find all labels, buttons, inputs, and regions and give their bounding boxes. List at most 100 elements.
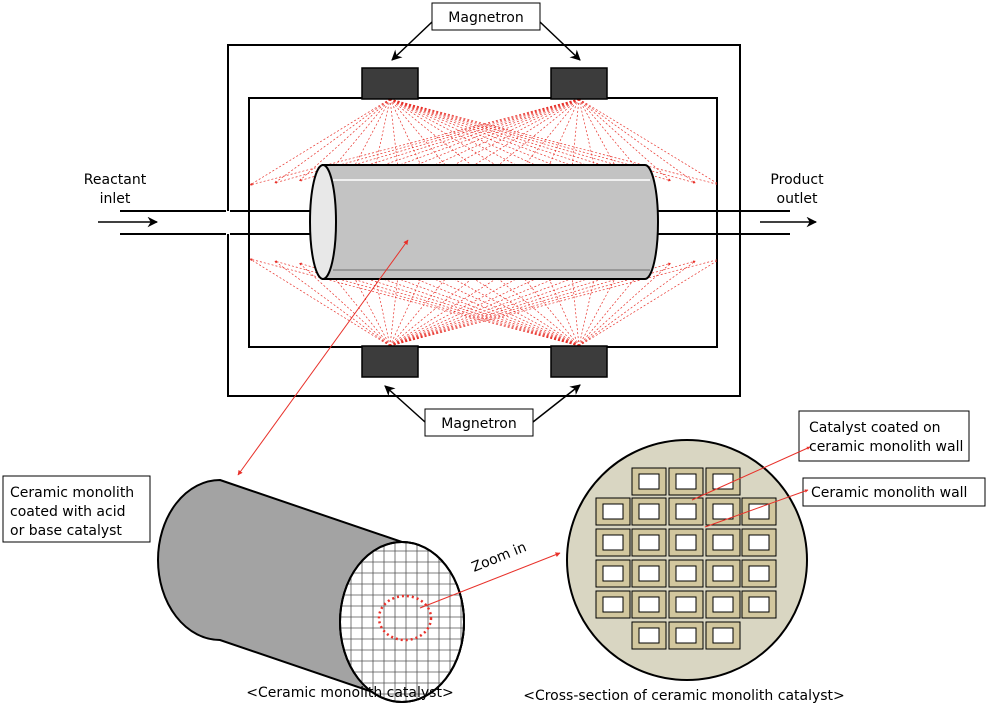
magnetron-top-label-box [431,2,541,31]
monolith-label-line2: coated with acid [10,504,126,520]
catalyst-label-line1: Catalyst coated on [809,420,941,436]
microwave-ray [249,98,391,186]
microwave-ray [389,98,449,169]
microwave-ray [570,98,580,173]
microwave-ray [472,277,580,347]
microwave-ray [546,273,580,347]
microwave-ray [389,275,523,347]
microwave-ray [389,98,717,185]
microwave-ray [578,98,598,175]
microwave-ray [578,98,717,184]
monolith-cell [668,621,704,650]
microwave-ray [578,265,647,347]
monolith-cell [631,528,667,557]
microwave-ray [389,271,572,347]
monolith-cell [631,559,667,588]
catalyst-pointer [691,446,811,501]
magnetron-bottom-label-box [424,408,534,437]
microwave-ray [472,98,580,167]
monolith-cell [668,590,704,619]
microwave-ray [372,98,391,175]
cross-section [566,439,808,681]
microwave-ray [389,269,597,347]
magnetron-top-right [550,67,608,100]
monolith-label-line3: or base catalyst [10,523,122,539]
microwave-ray [389,98,498,167]
microwave-ray [578,267,622,347]
monolith-label-line1: Ceramic monolith [10,485,134,501]
microwave-ray [299,98,391,182]
cross-section-cells [595,467,777,650]
microwave-ray [422,273,580,347]
microwave-ray [497,98,580,167]
microwave-ray [389,98,548,171]
microwave-ray [398,271,580,347]
monolith-cell [705,528,741,557]
microwave-ray [389,98,696,184]
microwave-ray [274,260,580,347]
microwave-ray [389,259,717,347]
microwave-ray [578,269,598,347]
monolith-channel-grid [340,542,464,702]
wall-pointer [704,489,809,528]
microwave-ray [323,264,580,347]
microwave-ray [389,262,671,347]
product-label-line2: outlet [777,191,818,207]
monolith-cell [631,497,667,526]
monolith-cell [595,528,631,557]
zoom-region [377,594,433,642]
detail-link-arrow [237,239,409,476]
wall-label: Ceramic monolith wall [811,485,967,501]
microwave-ray [389,264,647,347]
inlet-pipe [120,203,312,242]
monolith-cell [668,497,704,526]
microwave-ray [422,98,580,171]
microwave-ray [546,98,580,171]
microwave-ray [274,98,580,184]
microwave-ray [389,98,400,173]
reactant-label-line2: inlet [100,191,131,207]
caption-cross-section: <Cross-section of ceramic monolith catal… [523,688,845,704]
microwave-ray [299,262,580,347]
microwave-ray [578,262,671,347]
magnetron-bottom-right [550,345,608,378]
monolith-cell [595,497,631,526]
microwave-ray [497,277,580,347]
outlet-pipe [658,210,790,235]
microwave-ray [249,98,580,186]
microwave-ray [373,98,580,175]
microwave-ray [389,98,473,167]
magnetron-top-label: Magnetron [448,10,523,26]
monolith-cell [668,528,704,557]
monolith-cell [668,559,704,588]
microwave-ray [299,98,580,182]
monolith-cell [595,559,631,588]
monolith-cell [741,590,777,619]
caption-monolith: <Ceramic monolith catalyst> [246,685,453,701]
microwave-ray [348,98,580,178]
microwave-ray [570,271,580,347]
zoom-arrow [419,552,561,609]
zoom-label: Zoom in [470,539,529,575]
microwave-ray [389,273,548,347]
monolith-cell [631,590,667,619]
microwave-ray [348,266,580,347]
monolith-cell [631,467,667,496]
monolith-cell [705,497,741,526]
microwave-ray [578,98,622,177]
monolith-cell [705,559,741,588]
microwave-ray [447,98,580,169]
magnetron-bottom-left [361,345,419,378]
monolith-cell [741,528,777,557]
microwave-ray [578,98,647,179]
microwave-ray [389,275,449,347]
ceramic-monolith [157,478,465,704]
microwave-ray [389,98,671,182]
wall-label-box [802,477,986,507]
microwave-ray [323,98,580,180]
monolith-label-box [2,475,151,543]
microwave-ray [348,98,391,177]
microwave-ray [389,266,622,347]
product-label-line1: Product [770,172,824,188]
